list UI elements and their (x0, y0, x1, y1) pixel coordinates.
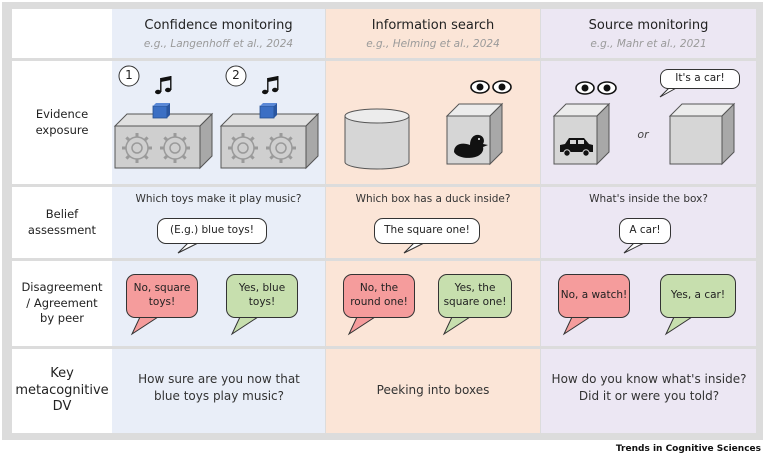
row-label-dv: Key metacognitive DV (15, 365, 109, 415)
row-bg-peer (12, 261, 112, 346)
figure-frame: Evidence exposure Belief assessment Disa… (2, 2, 763, 440)
dv-source: How do you know what's inside? Did it or… (551, 372, 747, 404)
row-label-disagreement: Disagreement / Agreement by peer (21, 280, 103, 326)
belief-bubble-confidence: (E.g.) blue toys! (157, 218, 267, 244)
music-note-icon (154, 75, 172, 95)
disagree-bubble-source: No, a watch! (558, 274, 630, 318)
duck-icon (454, 134, 488, 158)
cell-source-dv (541, 349, 756, 433)
column-title-confidence: Confidence monitoring (144, 18, 293, 33)
journal-footer: Trends in Cognitive Sciences (615, 444, 761, 454)
question-confidence: Which toys make it play music? (135, 193, 302, 205)
dv-search: Peeking into boxes (376, 383, 490, 397)
cell-confidence-dv (112, 349, 325, 433)
evidence-illustrations (113, 65, 736, 336)
cell-search-header (326, 9, 540, 58)
column-title-source: Source monitoring (588, 18, 709, 33)
music-machine-2 (219, 103, 320, 170)
column-citation-search: e.g., Helming et al., 2024 (366, 38, 500, 50)
bubble-tail (230, 316, 260, 336)
music-machine-1 (113, 103, 214, 170)
or-label: or (637, 128, 649, 141)
step-number-1: 1 (125, 68, 133, 82)
bubble-tail (130, 316, 160, 336)
dv-confidence: How sure are you now that blue toys play… (138, 372, 300, 404)
column-citation-confidence: e.g., Langenhoff et al., 2024 (143, 38, 294, 50)
disagree-bubble-search: No, the round one! (343, 274, 415, 318)
bubble-tail (442, 316, 472, 336)
disagree-bubble-confidence: No, square toys! (126, 274, 198, 318)
music-note-icon (261, 75, 279, 95)
bubble-tail (562, 316, 592, 336)
step-number-2: 2 (232, 68, 240, 82)
column-title-search: Information search (371, 18, 495, 33)
bubble-tail (347, 316, 377, 336)
cell-search-dv (326, 349, 540, 433)
cell-confidence-header (112, 9, 325, 58)
row-bg-belief (12, 187, 112, 258)
step-circle-2 (225, 65, 247, 87)
bubble-tail (403, 242, 425, 254)
bubble-tail (177, 242, 199, 254)
agree-bubble-search: Yes, the square one! (438, 274, 512, 318)
belief-bubble-source: A car! (619, 218, 671, 244)
told-box (668, 102, 736, 166)
corner-cell (12, 9, 112, 58)
question-search: Which box has a duck inside? (355, 193, 511, 205)
told-speech-bubble: It's a car! (660, 69, 740, 89)
cell-source-header (541, 9, 756, 58)
bubble-tail (623, 242, 645, 254)
eyes-icon (470, 80, 512, 94)
step-circle-1 (118, 65, 140, 87)
eyes-icon (575, 81, 617, 95)
round-box (344, 108, 410, 170)
row-bg-dv (12, 349, 112, 433)
row-label-belief-assessment: Belief assessment (27, 206, 97, 237)
row-bg-evidence (12, 61, 112, 184)
column-citation-source: e.g., Mahr et al., 2021 (590, 38, 707, 50)
belief-bubble-search: The square one! (374, 218, 480, 244)
bubble-tail (664, 316, 694, 336)
question-source: What's inside the box? (589, 193, 708, 205)
car-box (552, 102, 611, 166)
car-icon (560, 138, 593, 157)
row-label-evidence-exposure: Evidence exposure (35, 106, 89, 137)
agree-bubble-source: Yes, a car! (660, 274, 736, 318)
agree-bubble-confidence: Yes, blue toys! (226, 274, 298, 318)
